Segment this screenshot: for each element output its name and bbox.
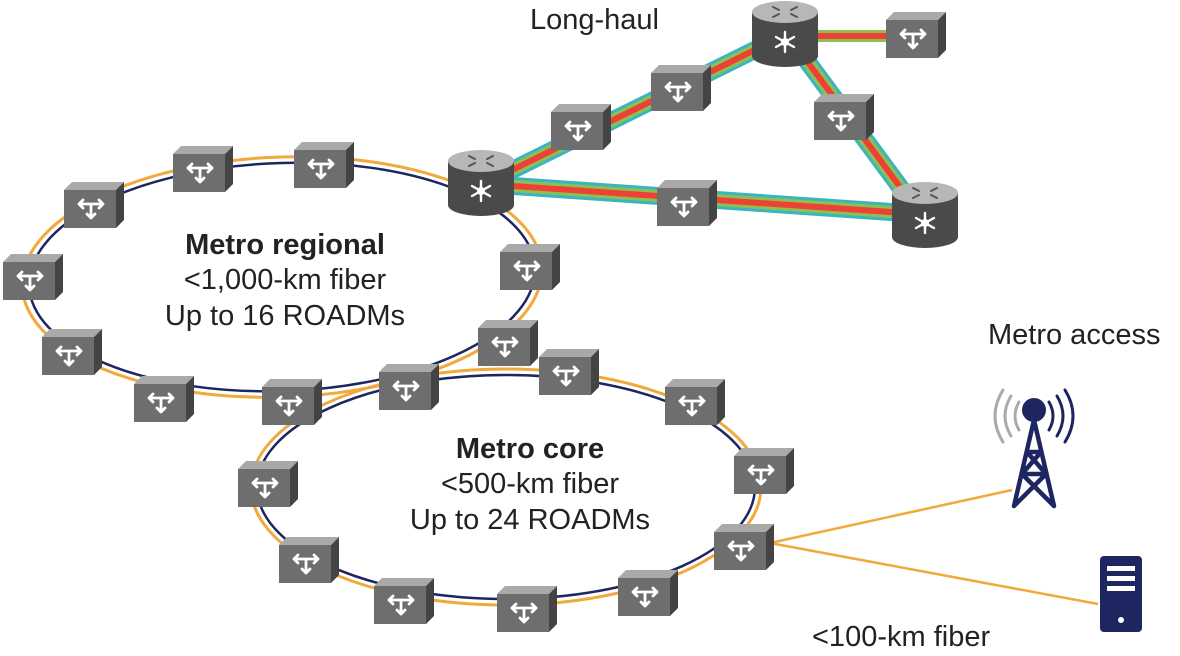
roadm-switch-icon <box>649 63 713 113</box>
roadm-switch-icon <box>812 92 876 142</box>
roadm-switch-icon <box>132 374 196 424</box>
metro-core-label: Metro core <500-km fiber Up to 24 ROADMs <box>340 432 720 538</box>
roadm-switch-icon <box>498 242 562 292</box>
server-icon <box>1100 556 1142 632</box>
core-router-icon <box>890 180 960 250</box>
roadm-switch-icon <box>616 568 680 618</box>
roadm-switch-icon <box>1 252 65 302</box>
access-fiber-label: <100-km fiber <box>812 621 991 653</box>
metro-core-roadms: Up to 24 ROADMs <box>409 503 651 536</box>
roadm-switch-icon <box>537 347 601 397</box>
roadm-switch-icon <box>476 318 540 368</box>
roadm-switch-icon <box>292 140 356 190</box>
roadm-switch-icon <box>171 144 235 194</box>
roadm-switch-icon <box>62 180 126 230</box>
metro-regional-title: Metro regional <box>185 229 385 261</box>
roadm-switch-icon <box>712 522 776 572</box>
metro-regional-label: Metro regional <1,000-km fiber Up to 16 … <box>95 228 475 334</box>
roadm-switch-icon <box>655 178 719 228</box>
cell-tower-icon <box>993 388 1075 509</box>
metro-regional-fiber: <1,000-km fiber <box>183 264 387 297</box>
core-router-icon <box>750 0 820 69</box>
roadm-switch-icon <box>372 576 436 626</box>
metro-core-fiber: <500-km fiber <box>440 468 620 501</box>
metro-core-title: Metro core <box>455 433 605 465</box>
roadm-switch-icon <box>40 327 104 377</box>
core-router-icon <box>446 148 516 218</box>
roadm-switch-icon <box>277 535 341 585</box>
roadm-switch-icon <box>260 377 324 427</box>
metro-access-label: Metro access <box>988 319 1161 351</box>
roadm-switch-icon <box>663 377 727 427</box>
roadm-switch-icon <box>732 446 796 496</box>
access-links <box>769 488 1099 606</box>
metro-regional-roadms: Up to 16 ROADMs <box>164 299 406 332</box>
roadm-switch-icon <box>884 10 948 60</box>
roadm-switch-icon <box>549 102 613 152</box>
roadm-switch-icon <box>236 459 300 509</box>
roadm-switch-icon <box>377 362 441 412</box>
long-haul-label: Long-haul <box>530 4 659 36</box>
roadm-switch-icon <box>495 584 559 634</box>
